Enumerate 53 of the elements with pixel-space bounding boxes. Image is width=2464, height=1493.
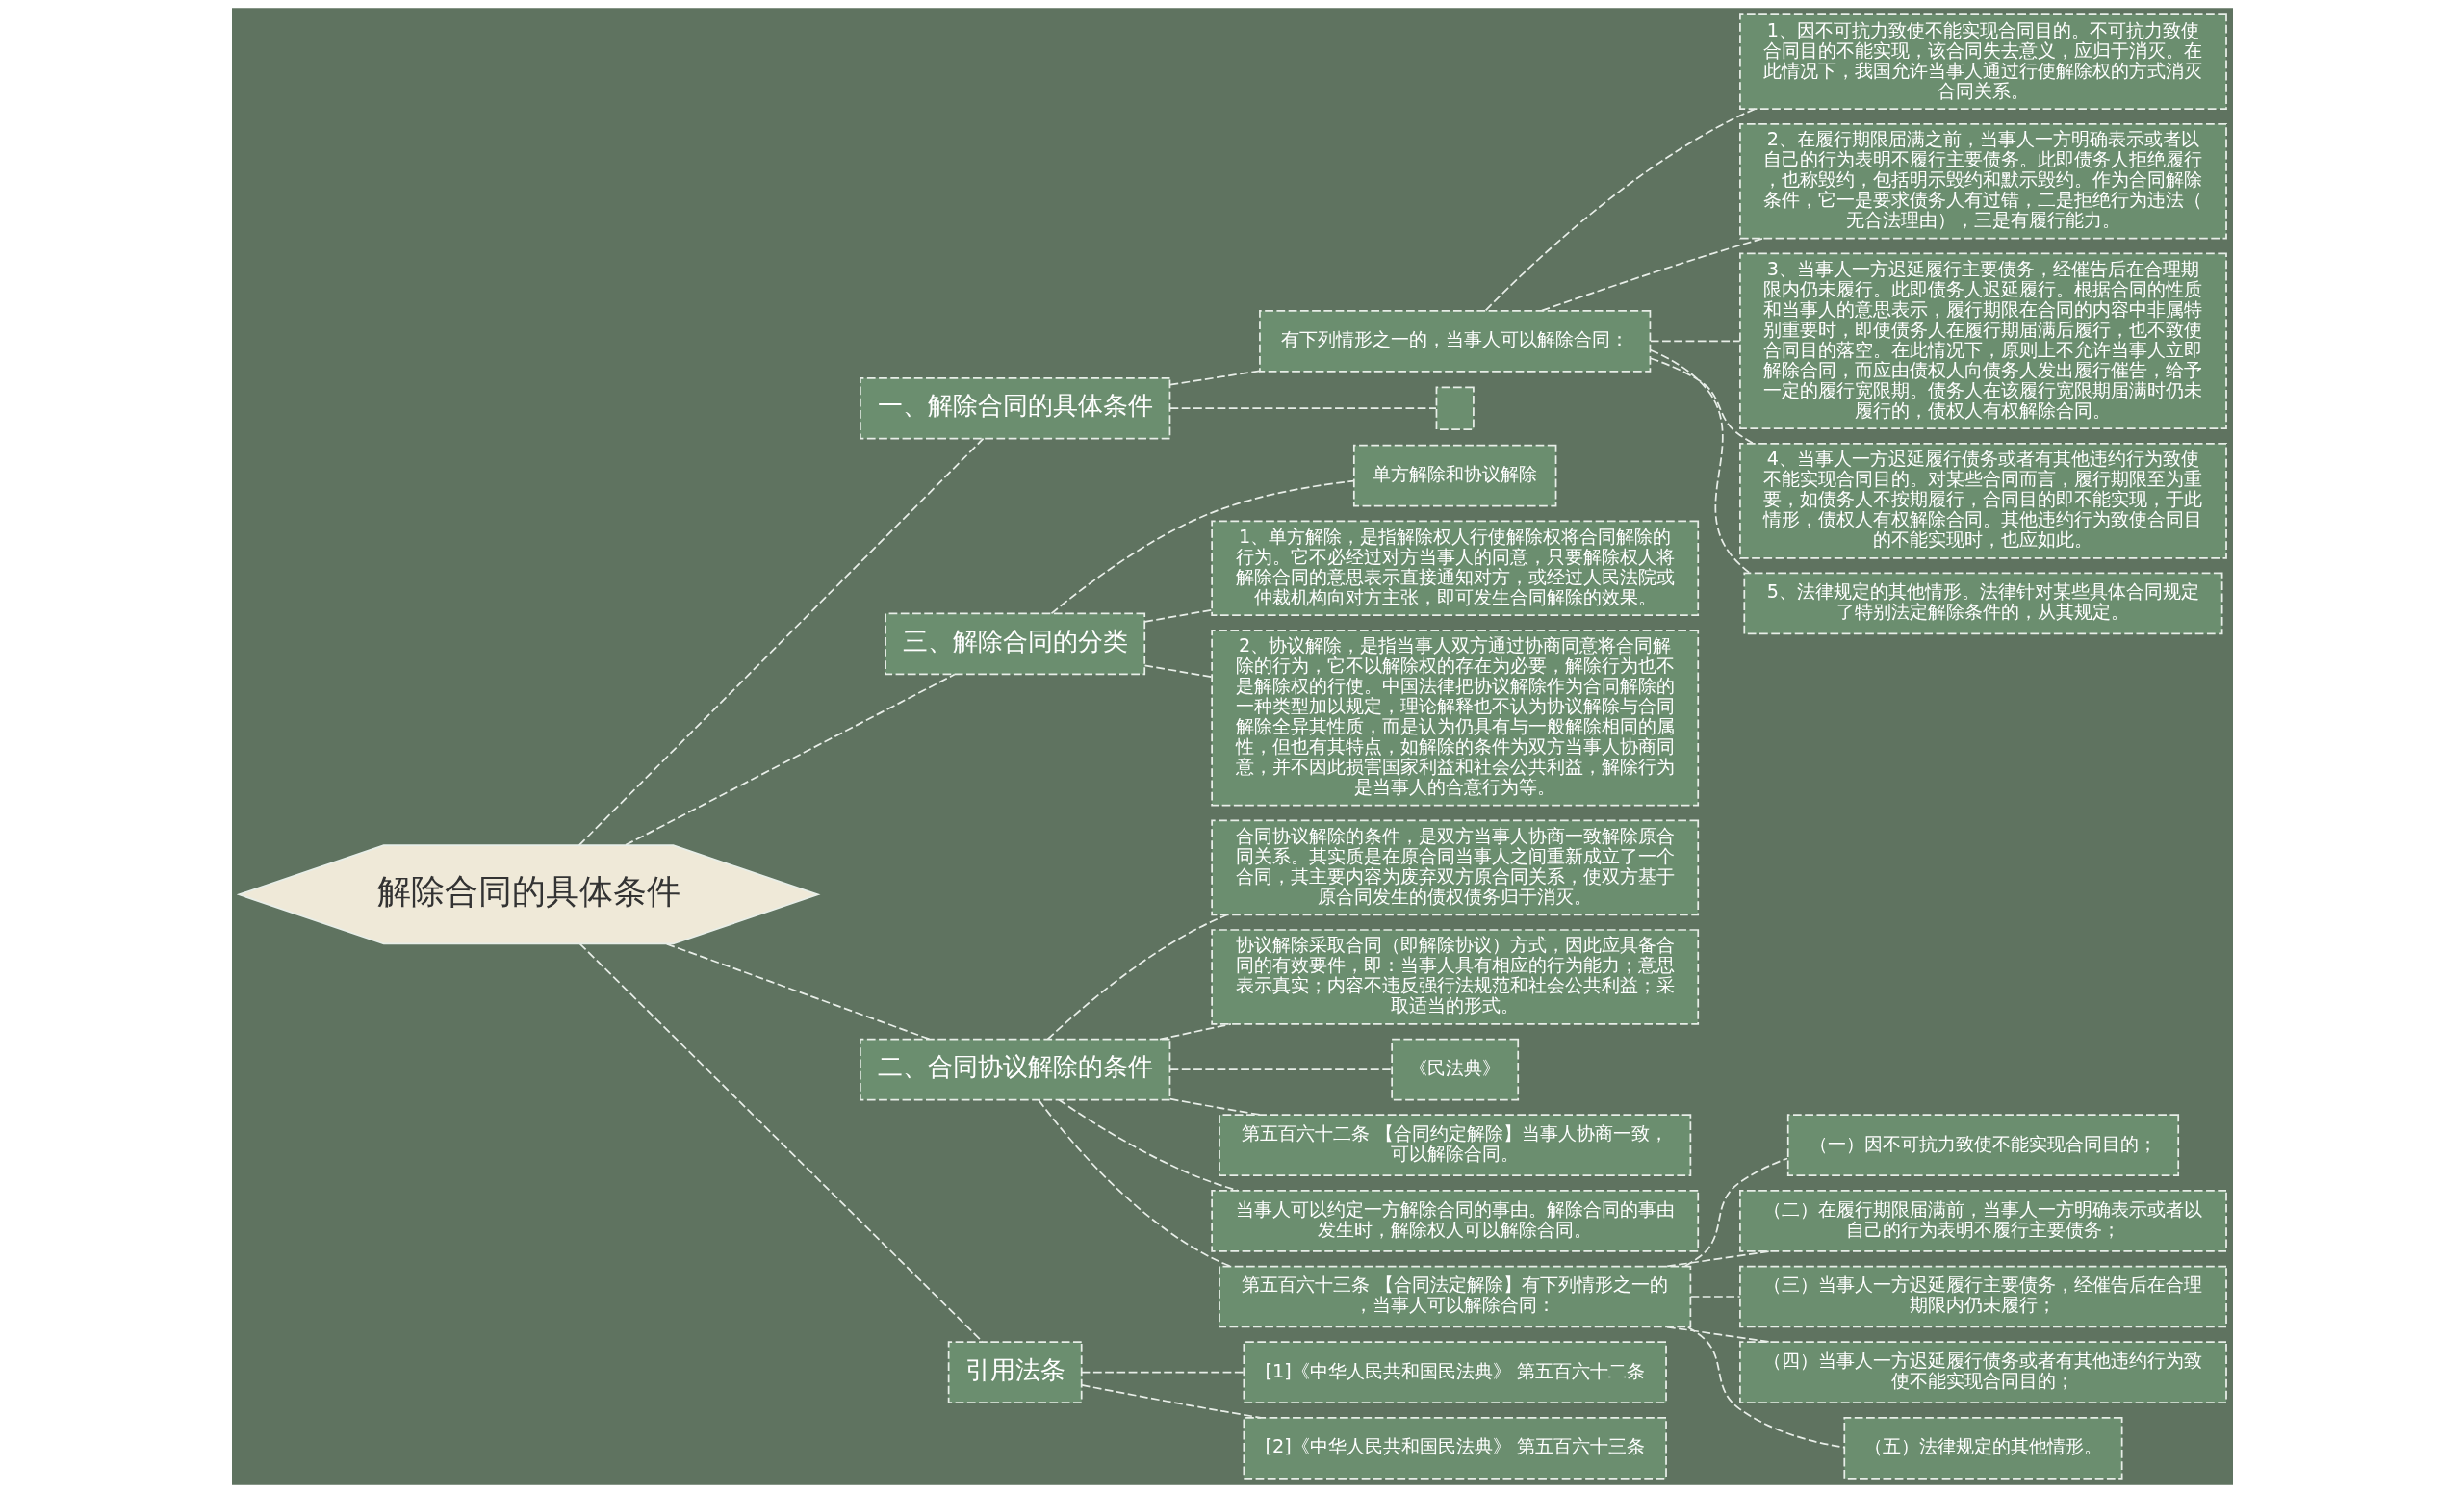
connector [1080, 1384, 1262, 1419]
node-box: 第五百六十三条 【合同法定解除】有下列情形之一的，当事人可以解除合同： [1218, 1265, 1691, 1328]
connector [1168, 407, 1437, 410]
node-box: [2]《中华人民共和国民法典》 第五百六十三条 [1242, 1416, 1667, 1480]
node-box: 第五百六十二条 【合同约定解除】当事人协商一致，可以解除合同。 [1218, 1114, 1691, 1177]
connector [578, 437, 984, 846]
connector [1665, 1326, 1772, 1344]
node-box: （一）因不可抗力致使不能实现合同目的； [1786, 1114, 2179, 1177]
connector [1168, 1068, 1392, 1070]
connector [1037, 1099, 1231, 1268]
node-box: 当事人可以约定一方解除合同的事由。解除合同的事由发生时，解除权人可以解除合同。 [1210, 1190, 1699, 1252]
node-box: 协议解除采取合同（即解除协议）方式，因此应具备合同的有效要件，即：当事人具有相应的行为能力；意思表示真实；内容不违反强行法规范和社会公共利益；采取适当的形式。 [1210, 929, 1699, 1025]
connector [1050, 479, 1354, 615]
node-box: 3、当事人一方迟延履行主要债务，经催告后在合理期限内仍未履行。此即债务人迟延履行。根据合同的性质和当事人的意思表示，履行期限在合同的内容中非属特别重要时，即使债务人在履行期届满后履行，也不致使合同目的落空。在此情况下，原则上不允许当事人立即解除合同，而应由债权人向债务人发出履行催告，给予一定的履行宽限期。债务人在该履行宽限期届满时仍未履行的，债权人有权解除合同。 [1738, 252, 2227, 430]
connector [1686, 1326, 1845, 1449]
node-box: 2、在履行期限届满之前，当事人一方明确表示或者以自己的行为表明不履行主要债务。此即债务人拒绝履行，也称毁约，包括明示毁约和默示毁约。作为合同解除条件，它一是要求债务人有过错，二是拒绝行为违法（无合法理由），三是有履行能力。 [1738, 122, 2227, 240]
connector [578, 942, 983, 1343]
node-box: （四）当事人一方迟延履行债务或者有其他违约行为致使不能实现合同目的； [1738, 1341, 2227, 1403]
connector [1143, 664, 1212, 679]
node-box: 4、当事人一方迟延履行债务或者有其他违约行为致使不能实现合同目的。对某些合同而言，履行期限至为重要，如债务人不按期履行，合同目的即不能实现，于此情形，债权人有权解除合同。其他违约行为致使合同目的不能实现时，也应如此。 [1738, 443, 2227, 559]
node-box: [1]《中华人民共和国民法典》 第五百六十二条 [1242, 1341, 1667, 1403]
connector [1649, 348, 1751, 575]
node-box: 有下列情形之一的，当事人可以解除合同： [1258, 309, 1651, 373]
connector [1168, 1097, 1262, 1117]
connector [1649, 340, 1740, 343]
connector [1158, 1023, 1232, 1041]
node-box: （二）在履行期限届满前，当事人一方明确表示或者以自己的行为表明不履行主要债务； [1738, 1190, 2227, 1252]
node-box: 合同协议解除的条件，是双方当事人协商一致解除原合同关系。其实质是在原合同当事人之间重新成立了一个合同，其主要内容为废弃双方原合同关系，使双方基于原合同发生的债权债务归于消灭。 [1210, 819, 1699, 916]
node-box: 一、解除合同的具体条件 [859, 376, 1170, 440]
connector [1665, 1249, 1772, 1268]
node-box: 《民法典》 [1390, 1038, 1519, 1101]
connector [665, 942, 931, 1041]
connector [1689, 1296, 1741, 1298]
connector [1540, 238, 1763, 312]
connector [1046, 914, 1227, 1041]
connector [1143, 608, 1212, 623]
node-box [1435, 386, 1475, 430]
connector [1080, 1371, 1245, 1374]
node-box: 三、解除合同的分类 [884, 612, 1145, 676]
node-box: 1、因不可抗力致使不能实现合同目的。不可抗力致使合同目的不能实现，该合同失去意义，应归于消灭。在此情况下，我国允许当事人通过行使解除权的方式消灭合同关系。 [1738, 13, 2227, 110]
node-box: 5、法律规定的其他情形。法律针对某些具体合同规定了特别法定解除条件的，从其规定。 [1742, 572, 2222, 635]
connector [1683, 1157, 1788, 1268]
connector [624, 673, 956, 846]
connector [1484, 108, 1756, 312]
node-box: 二、合同协议解除的条件 [859, 1038, 1170, 1101]
node-box: 单方解除和协议解除 [1352, 444, 1556, 507]
node-box: 1、单方解除，是指解除权人行使解除权将合同解除的行为。它不必经过对方当事人的同意，只要解除权人将解除合同的意思表示直接通知对方，或经过人民法院或仲裁机构向对方主张，即可发生合同解除的效果。 [1210, 520, 1699, 617]
node-box: 2、协议解除，是指当事人双方通过协商同意将合同解除的行为，它不以解除权的存在为必要，解除行为也不是解除权的行使。中国法律把协议解除作为合同解除的一种类型加以规定，理论解释也不认为协议解除与合同解除全异其性质，而是认为仍具有与一般解除相同的属性，但也有其特点，如解除的条件为双方当事人协商同意，并不因此损害国家利益和社会公共利益，解除行为是当事人的合意行为等。 [1210, 630, 1699, 807]
connector [1168, 370, 1261, 386]
node-box: （五）法律规定的其他情形。 [1842, 1416, 2123, 1480]
node-box: 引用法条 [947, 1341, 1083, 1403]
connector [1649, 357, 1755, 445]
node-box: （三）当事人一方迟延履行主要债务，经催告后在合理期限内仍未履行； [1738, 1265, 2227, 1328]
